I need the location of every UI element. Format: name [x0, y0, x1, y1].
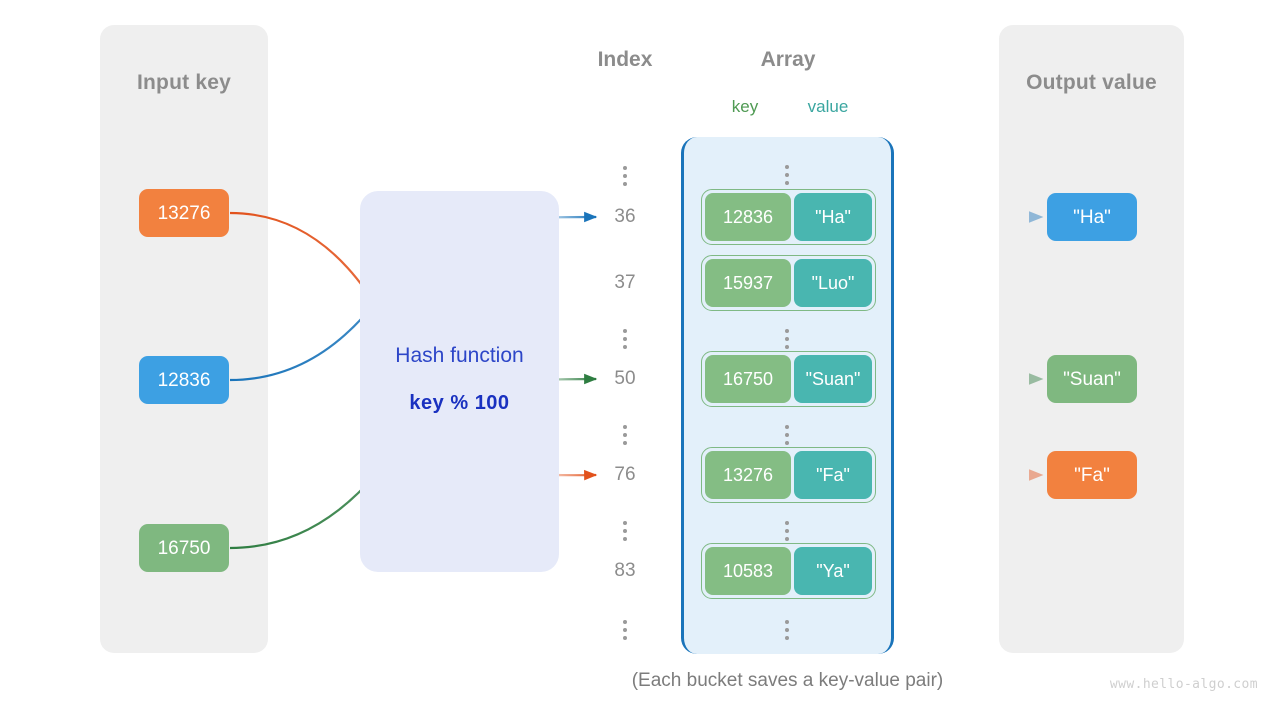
- hash-function-formula: key % 100: [409, 392, 510, 414]
- index-column-header: Index: [597, 48, 653, 71]
- bucket-value-cell: "Suan": [794, 355, 872, 403]
- hash-function-label: Hash function: [395, 344, 524, 367]
- array-ellipsis-icon: [785, 329, 789, 333]
- array-bucket[interactable]: 15937"Luo": [701, 255, 876, 311]
- watermark: www.hello-algo.com: [1109, 677, 1258, 692]
- output-value-panel-title: Output value: [1026, 71, 1157, 94]
- index-label: 76: [614, 464, 636, 485]
- array-bucket[interactable]: 12836"Ha": [701, 189, 876, 245]
- input-key-chip[interactable]: 16750: [139, 524, 229, 572]
- array-ellipsis-icon: [785, 425, 789, 429]
- output-value-chip[interactable]: "Suan": [1047, 355, 1137, 403]
- index-label: 50: [614, 368, 636, 389]
- input-key-panel-title: Input key: [137, 71, 231, 94]
- array-bucket[interactable]: 10583"Ya": [701, 543, 876, 599]
- diagram-caption: (Each bucket saves a key-value pair): [631, 670, 944, 691]
- index-label: 37: [614, 272, 636, 293]
- bucket-value-cell: "Ha": [794, 193, 872, 241]
- array-ellipsis-icon: [785, 165, 789, 169]
- bucket-key-cell: 16750: [705, 355, 791, 403]
- bucket-value-cell: "Luo": [794, 259, 872, 307]
- hash-function-box: [360, 191, 559, 572]
- key-column-header: key: [731, 97, 759, 116]
- array-bucket[interactable]: 16750"Suan": [701, 351, 876, 407]
- output-value-chip[interactable]: "Fa": [1047, 451, 1137, 499]
- bucket-key-cell: 12836: [705, 193, 791, 241]
- index-ellipsis-icon: [623, 521, 627, 525]
- bucket-key-cell: 15937: [705, 259, 791, 307]
- array-column-header: Array: [760, 48, 816, 71]
- index-label: 83: [614, 560, 636, 581]
- bucket-key-cell: 10583: [705, 547, 791, 595]
- output-value-chip[interactable]: "Ha": [1047, 193, 1137, 241]
- bucket-value-cell: "Ya": [794, 547, 872, 595]
- output-value-panel: Output value: [999, 25, 1184, 653]
- array-bucket[interactable]: 13276"Fa": [701, 447, 876, 503]
- array-ellipsis-icon: [785, 521, 789, 525]
- array-ellipsis-icon: [785, 620, 789, 624]
- input-key-chip[interactable]: 13276: [139, 189, 229, 237]
- index-ellipsis-icon: [623, 425, 627, 429]
- bucket-key-cell: 13276: [705, 451, 791, 499]
- bucket-value-cell: "Fa": [794, 451, 872, 499]
- index-label: 36: [614, 206, 636, 227]
- input-key-chip[interactable]: 12836: [139, 356, 229, 404]
- index-ellipsis-icon: [623, 329, 627, 333]
- index-ellipsis-icon: [623, 620, 627, 624]
- index-ellipsis-icon: [623, 166, 627, 170]
- value-column-header: value: [807, 97, 849, 116]
